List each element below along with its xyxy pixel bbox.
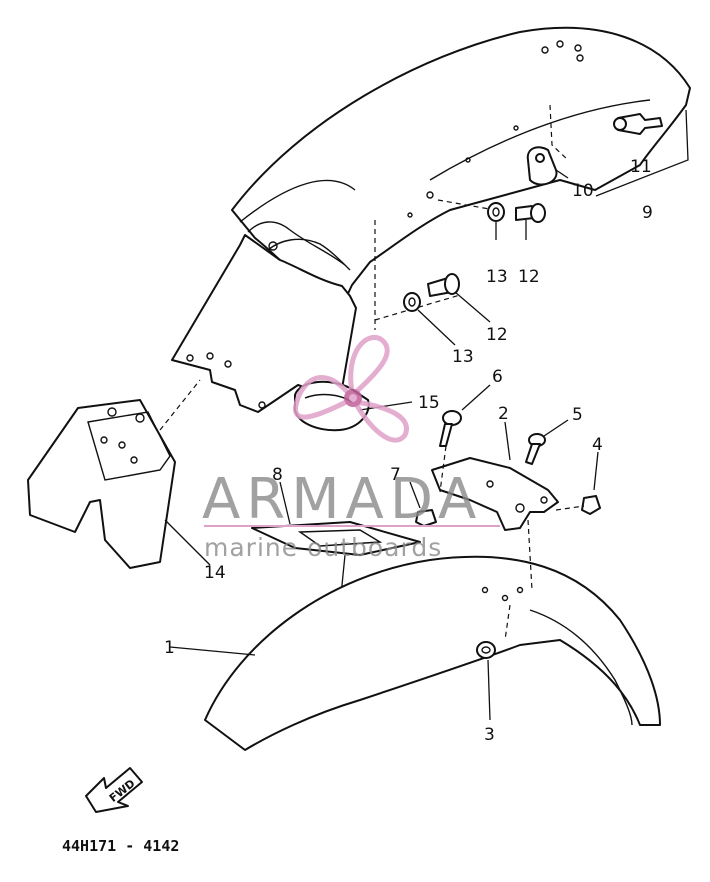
part-5-bolt	[525, 433, 546, 465]
part-6-bolt	[439, 410, 462, 447]
callout-8: 8	[272, 465, 283, 485]
callout-13-lower: 13	[452, 347, 474, 367]
callout-13-upper: 13	[486, 267, 508, 287]
part-14-mud-flap	[27, 399, 176, 569]
part-1-front-fender	[204, 555, 661, 751]
callout-12-lower: 12	[486, 325, 508, 345]
part-7-nut	[415, 509, 437, 527]
part-12-bolt-upper	[515, 203, 546, 223]
part-4-nut	[581, 495, 601, 515]
part-10-clamp	[526, 146, 558, 186]
callout-15: 15	[418, 393, 440, 413]
watermark-brand: ARMADA	[202, 467, 482, 532]
watermark-tagline: marine outboards	[204, 533, 442, 562]
part-13-washer-lower	[403, 292, 421, 312]
rear-fender	[231, 26, 691, 301]
callout-1: 1	[164, 638, 175, 658]
fwd-arrow-icon: FWD	[85, 767, 143, 813]
callout-14: 14	[204, 563, 226, 583]
rear-fender-flap	[171, 221, 357, 413]
callout-3: 3	[484, 725, 495, 745]
part-13-washer-upper	[487, 202, 505, 222]
part-12-bolt-lower	[427, 273, 460, 297]
part-8-plate	[251, 521, 421, 556]
callout-12-upper: 12	[518, 267, 540, 287]
callout-2: 2	[498, 404, 509, 424]
callout-11: 11	[630, 157, 652, 177]
part-3-nut	[476, 641, 496, 659]
callout-10: 10	[572, 181, 594, 201]
callout-7: 7	[390, 465, 401, 485]
callout-5: 5	[572, 405, 583, 425]
watermark: ARMADA marine outboards	[202, 335, 500, 562]
callout-6: 6	[492, 367, 503, 387]
propeller-logo-icon	[293, 335, 409, 443]
part-11-bolt	[613, 113, 663, 135]
drawing-code: 44H171 - 4142	[62, 837, 179, 855]
callout-9: 9	[642, 203, 653, 223]
callout-4: 4	[592, 435, 603, 455]
part-2-bracket	[431, 457, 559, 531]
